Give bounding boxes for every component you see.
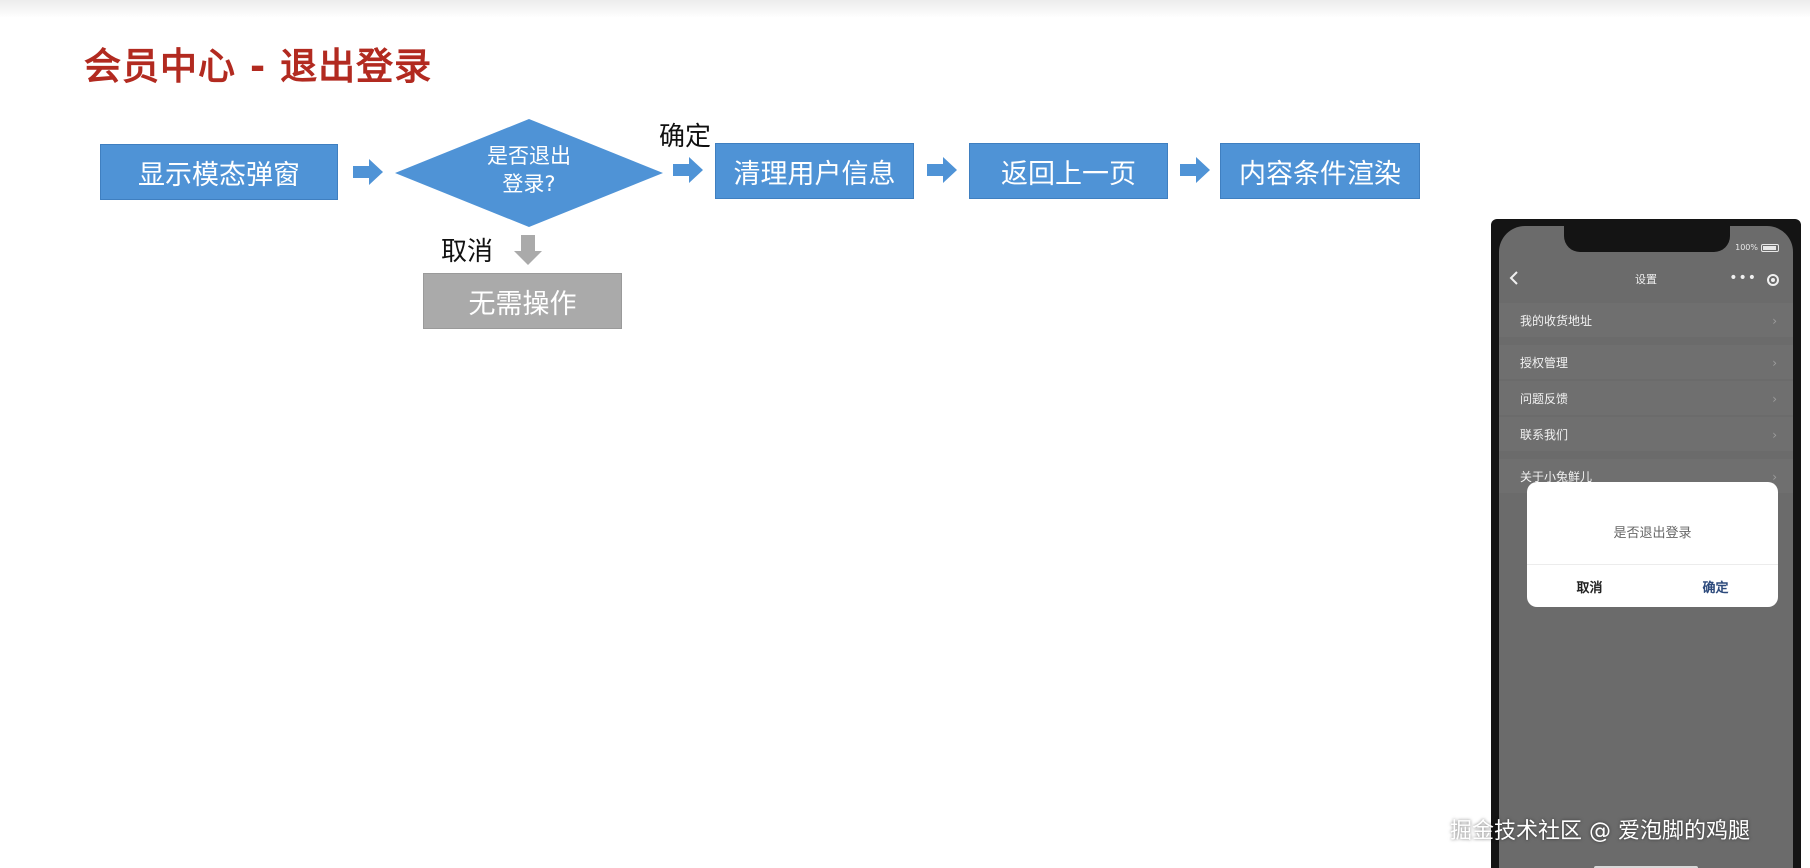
more-icon[interactable]: ••• — [1729, 270, 1757, 286]
step-show-modal: 显示模态弹窗 — [100, 144, 338, 200]
phone-notch — [1564, 226, 1730, 252]
confirm-branch-label: 确定 — [659, 122, 712, 152]
battery-icon — [1761, 243, 1779, 252]
decision-label-line1: 是否退出 — [487, 144, 571, 168]
step-go-back: 返回上一页 — [969, 143, 1168, 199]
back-chevron-icon[interactable] — [1509, 270, 1519, 286]
step-clear-user-info: 清理用户信息 — [715, 143, 914, 199]
menu-item-authorization[interactable]: 授权管理 › — [1499, 345, 1793, 379]
watermark: 掘金技术社区 @ 爱泡脚的鸡腿 — [1450, 819, 1750, 844]
home-indicator — [1594, 866, 1698, 868]
menu-item-label: 联系我们 — [1520, 427, 1569, 442]
step-no-action: 无需操作 — [423, 273, 622, 329]
cancel-branch-label: 取消 — [441, 237, 494, 267]
menu-item-feedback[interactable]: 问题反馈 › — [1499, 381, 1793, 415]
chevron-right-icon: › — [1772, 356, 1777, 370]
slide-title: 会员中心 - 退出登录 — [84, 45, 433, 88]
chevron-right-icon: › — [1772, 392, 1777, 406]
top-gradient-bar — [0, 0, 1810, 18]
menu-item-address[interactable]: 我的收货地址 › — [1499, 303, 1793, 337]
decision-label-line2: 登录? — [502, 172, 556, 196]
arrow-down-icon — [514, 235, 542, 265]
chevron-right-icon: › — [1772, 470, 1777, 484]
decision-diamond — [395, 119, 663, 227]
dialog-confirm-button[interactable]: 确定 — [1702, 581, 1729, 596]
step-conditional-render: 内容条件渲染 — [1220, 143, 1420, 199]
battery-indicator: 100% — [1735, 243, 1779, 252]
menu-item-label: 授权管理 — [1520, 355, 1569, 370]
arrow-right-icon — [927, 157, 957, 183]
menu-item-label: 问题反馈 — [1520, 391, 1569, 406]
capsule-close-icon[interactable] — [1767, 274, 1779, 286]
arrow-right-icon — [353, 159, 383, 185]
decision-label: 是否退出 登录? — [395, 142, 663, 198]
phone-mockup: 100% 设置 ••• 我的收货地址 › 授权管理 › 问题反馈 › 联系我们 … — [1491, 219, 1801, 868]
menu-item-label: 我的收货地址 — [1520, 313, 1593, 328]
menu-item-contact[interactable]: 联系我们 › — [1499, 417, 1793, 451]
dialog-message: 是否退出登录 — [1613, 526, 1692, 541]
phone-screen: 100% 设置 ••• 我的收货地址 › 授权管理 › 问题反馈 › 联系我们 … — [1499, 226, 1793, 868]
arrow-right-icon — [1180, 157, 1210, 183]
battery-text: 100% — [1735, 243, 1758, 252]
dialog-divider — [1527, 564, 1778, 565]
dialog-cancel-button[interactable]: 取消 — [1576, 581, 1603, 596]
logout-confirm-dialog: 是否退出登录 取消 确定 — [1527, 482, 1778, 607]
menu-item-label: 关于小兔鲜儿 — [1520, 469, 1593, 484]
nav-title: 设置 — [1635, 273, 1657, 286]
chevron-right-icon: › — [1772, 314, 1777, 328]
chevron-right-icon: › — [1772, 428, 1777, 442]
arrow-right-icon — [673, 157, 703, 183]
